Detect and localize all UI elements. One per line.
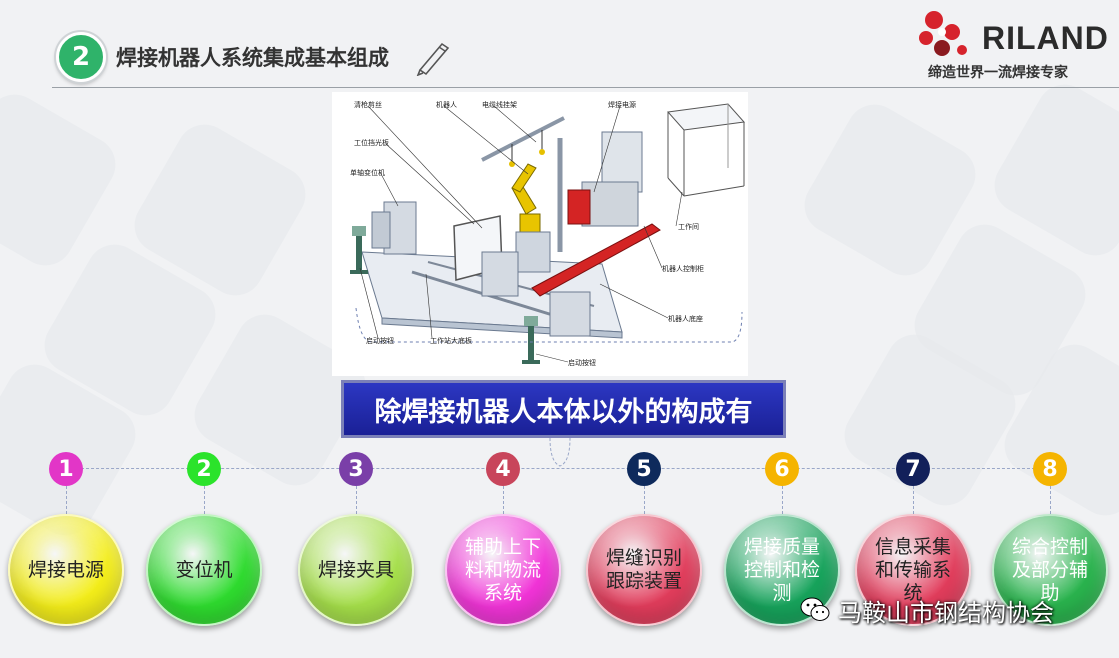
pen-icon bbox=[416, 42, 450, 76]
header-divider bbox=[52, 87, 1119, 88]
step-connector bbox=[782, 486, 783, 514]
slide-header: 2 焊接机器人系统集成基本组成 RILAND 缔造世界一流焊接专家 bbox=[0, 0, 1119, 88]
callout-robot: 机器人 bbox=[436, 101, 457, 109]
callout-shield-plate: 工位挡光板 bbox=[354, 139, 389, 147]
step-number-badge: 4 bbox=[486, 452, 520, 486]
callout-station-base: 工作站大底板 bbox=[430, 337, 472, 345]
component-label: 焊接夹具 bbox=[317, 558, 394, 581]
component-bubble: 辅助上下料和物流系统 bbox=[445, 514, 561, 626]
callout-safety-fence: 清枪剪丝 bbox=[354, 101, 382, 109]
component-label: 辅助上下料和物流系统 bbox=[464, 535, 541, 604]
callout-positioner: 单轴变位机 bbox=[350, 169, 385, 177]
component-bubble: 焊接电源 bbox=[8, 514, 124, 626]
company-logo: RILAND 缔造世界一流焊接专家 bbox=[910, 6, 1115, 81]
timeline-connector bbox=[66, 468, 1050, 469]
component-bubble: 综合控制及部分辅助 bbox=[992, 514, 1108, 626]
step-number-badge: 1 bbox=[49, 452, 83, 486]
step-connector bbox=[913, 486, 914, 514]
step-number-badge: 3 bbox=[339, 452, 373, 486]
component-label: 信息采集和传输系统 bbox=[874, 535, 951, 604]
component-label: 焊接质量控制和检测 bbox=[743, 535, 820, 604]
callout-start-button-left: 启动按钮 bbox=[366, 337, 394, 345]
step-connector bbox=[204, 486, 205, 514]
workstation-diagram: 清枪剪丝 机器人 电缆线挂架 焊接电源 工位挡光板 单轴变位机 工作间 机器人控… bbox=[332, 92, 748, 376]
callout-welding-power: 焊接电源 bbox=[608, 101, 636, 109]
step-connector bbox=[1050, 486, 1051, 514]
wechat-icon bbox=[800, 597, 830, 621]
workstation-illustration bbox=[350, 103, 745, 364]
callout-robot-base: 机器人底座 bbox=[668, 315, 703, 323]
component-bubble: 变位机 bbox=[146, 514, 262, 626]
logo-wordmark: RILAND bbox=[982, 20, 1109, 56]
step-number-badge: 8 bbox=[1033, 452, 1067, 486]
step-connector bbox=[356, 486, 357, 514]
step-connector bbox=[503, 486, 504, 514]
component-bubble: 焊接夹具 bbox=[298, 514, 414, 626]
logo-tagline: 缔造世界一流焊接专家 bbox=[928, 65, 1068, 81]
banner-brace bbox=[549, 438, 571, 467]
component-label: 焊缝识别跟踪装置 bbox=[605, 547, 682, 592]
watermark-text: 马鞍山市钢结构协会 bbox=[838, 598, 1054, 627]
slide-title: 焊接机器人系统集成基本组成 bbox=[116, 46, 389, 70]
component-label: 变位机 bbox=[175, 558, 233, 581]
step-number-badge: 2 bbox=[187, 452, 221, 486]
step-number-badge: 5 bbox=[627, 452, 661, 486]
step-connector bbox=[644, 486, 645, 514]
step-number-badge: 7 bbox=[896, 452, 930, 486]
section-number-badge: 2 bbox=[56, 32, 106, 82]
callout-robot-controller: 机器人控制柜 bbox=[662, 265, 704, 273]
callout-cable-boom: 电缆线挂架 bbox=[482, 101, 517, 109]
logo-mark-icon bbox=[919, 11, 967, 56]
components-banner: 除焊接机器人本体以外的构成有 bbox=[341, 380, 786, 438]
component-bubble: 焊缝识别跟踪装置 bbox=[586, 514, 702, 626]
component-label: 焊接电源 bbox=[27, 558, 104, 581]
callout-work-room: 工作间 bbox=[678, 223, 699, 231]
wechat-watermark: 马鞍山市钢结构协会 bbox=[800, 592, 1100, 628]
step-number-badge: 6 bbox=[765, 452, 799, 486]
callout-start-button-bottom: 启动按钮 bbox=[568, 359, 596, 367]
component-label: 综合控制及部分辅助 bbox=[1011, 535, 1088, 604]
component-bubble: 信息采集和传输系统 bbox=[855, 514, 971, 626]
step-connector bbox=[66, 486, 67, 514]
